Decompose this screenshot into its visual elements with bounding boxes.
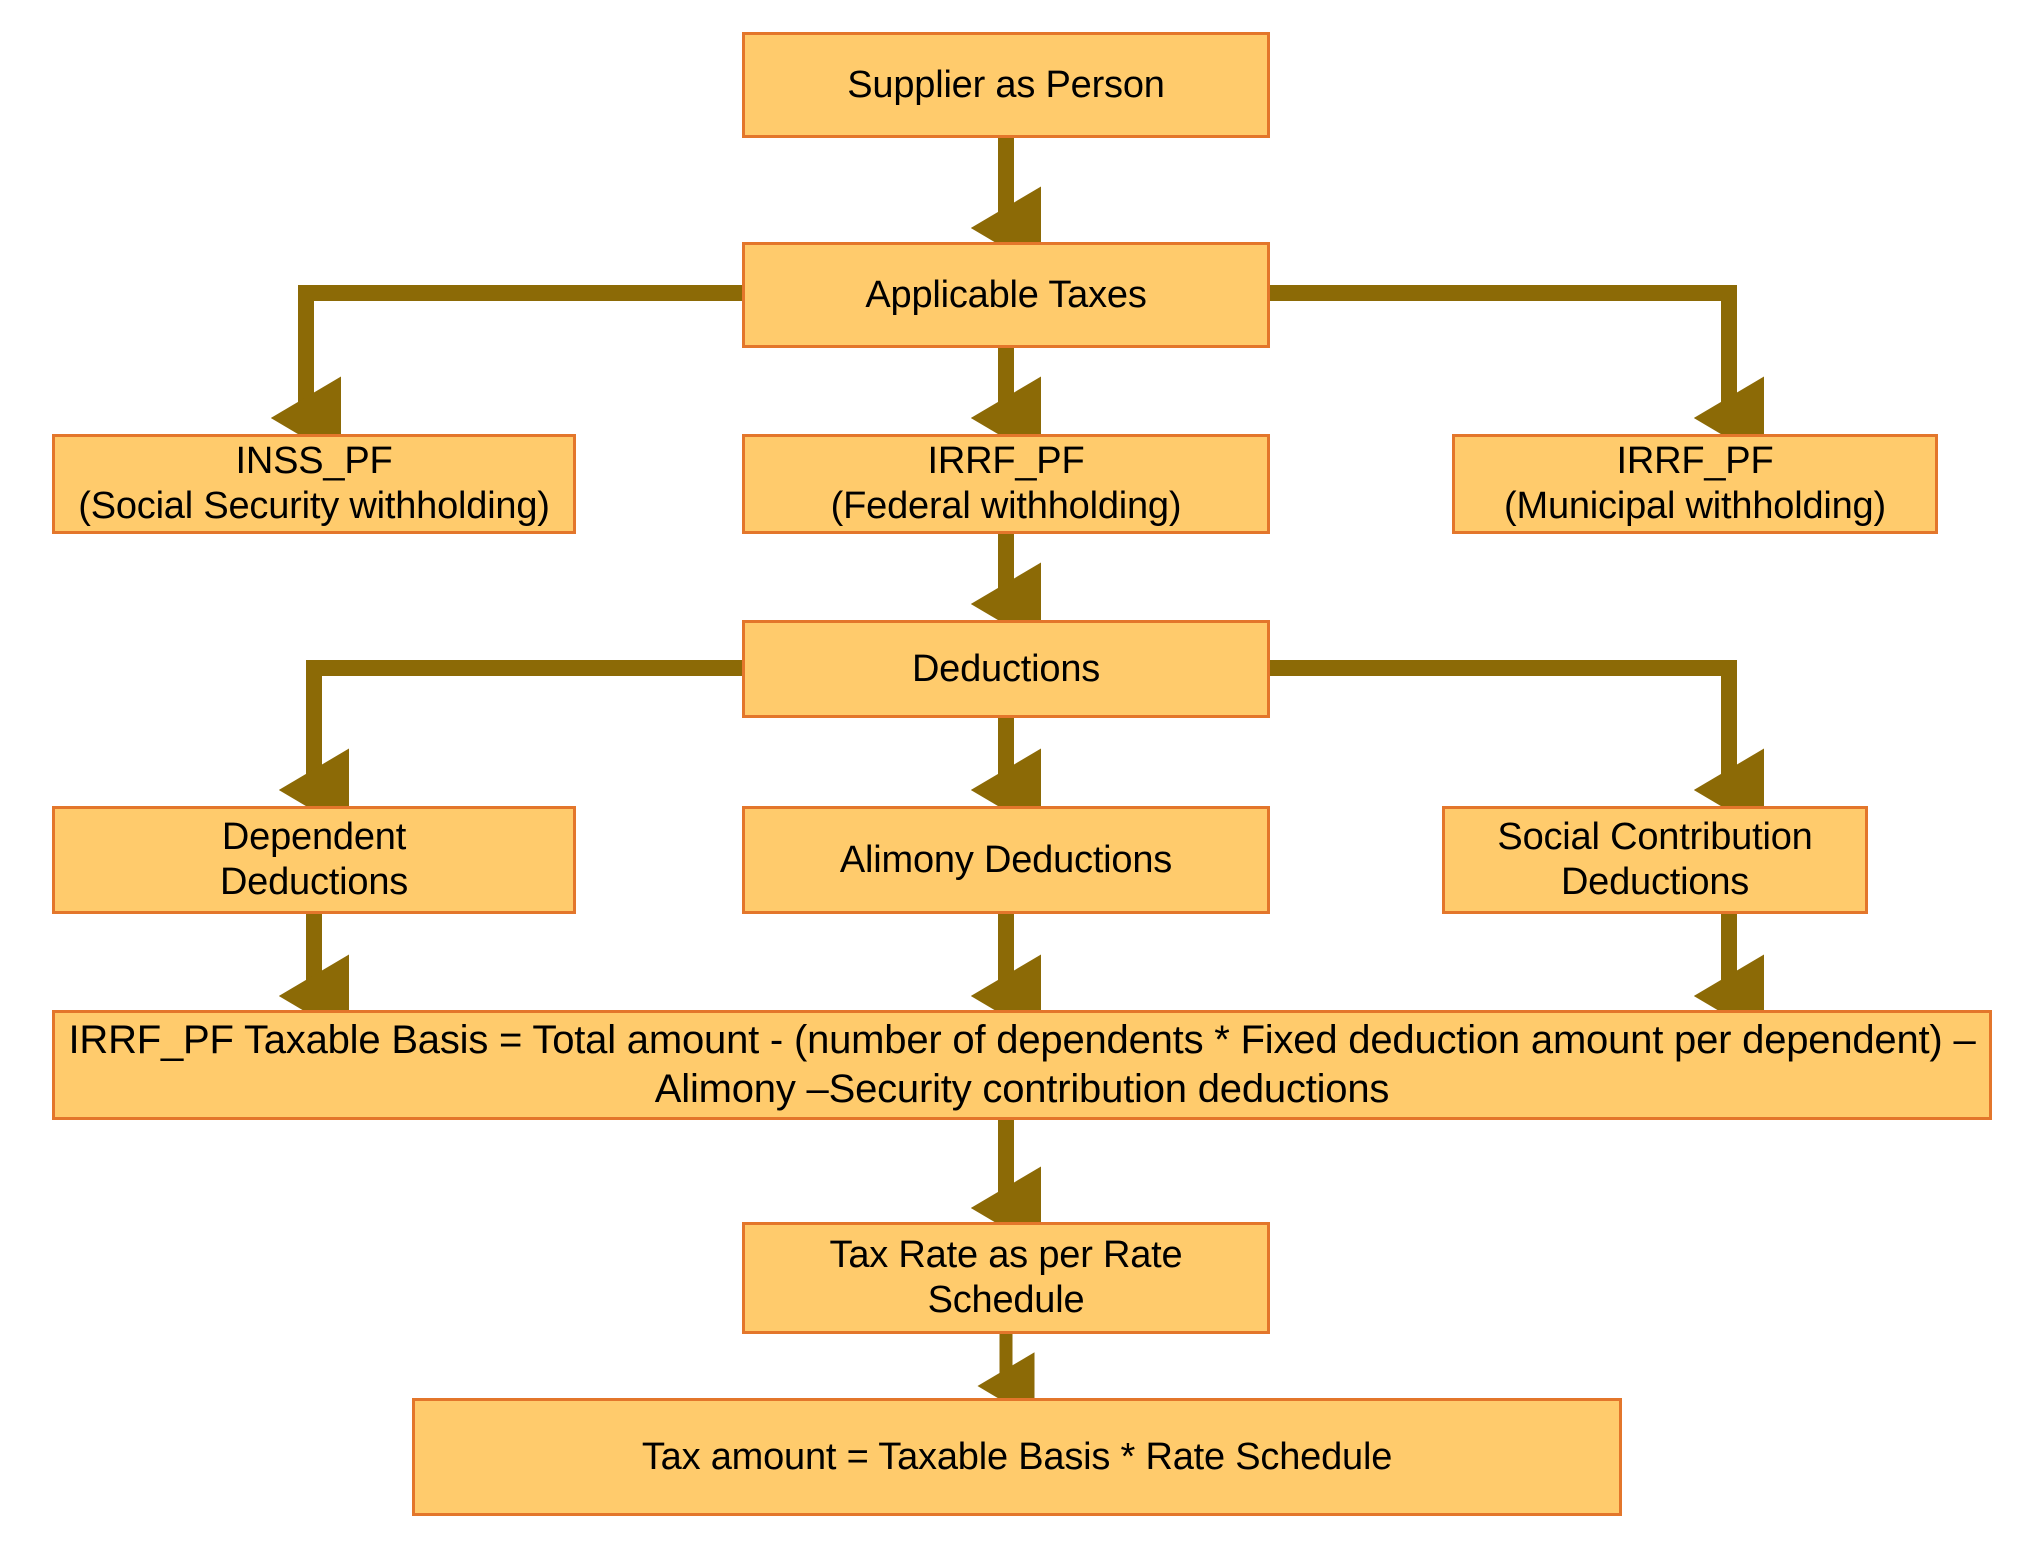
node-alimony-deductions[interactable]: Alimony Deductions (742, 806, 1270, 914)
node-applicable-taxes[interactable]: Applicable Taxes (742, 242, 1270, 348)
node-irrf-pf-federal[interactable]: IRRF_PF (Federal withholding) (742, 434, 1270, 534)
node-tax-rate-label: Tax Rate as per Rate Schedule (829, 1234, 1183, 1321)
node-inss-pf[interactable]: INSS_PF (Social Security withholding) (52, 434, 576, 534)
node-supplier-as-person[interactable]: Supplier as Person (742, 32, 1270, 138)
edge-deductions-to-dependent (278, 660, 742, 832)
edge-applicable-taxes-to-inss (270, 285, 742, 460)
node-social-contribution-deductions[interactable]: Social Contribution Deductions (1442, 806, 1868, 914)
node-dependent-deductions[interactable]: Dependent Deductions (52, 806, 576, 914)
node-irrf-pf-municipal-label: IRRF_PF (Municipal withholding) (1504, 440, 1886, 527)
node-social-contribution-deductions-label: Social Contribution Deductions (1497, 816, 1813, 903)
node-tax-amount-label: Tax amount = Taxable Basis * Rate Schedu… (641, 1435, 1393, 1478)
node-tax-amount[interactable]: Tax amount = Taxable Basis * Rate Schedu… (412, 1398, 1622, 1516)
node-applicable-taxes-label: Applicable Taxes (865, 273, 1147, 316)
node-supplier-as-person-label: Supplier as Person (847, 63, 1165, 106)
node-alimony-deductions-label: Alimony Deductions (839, 838, 1173, 881)
edge-applicable-taxes-to-irrf-municipal (1270, 285, 1765, 460)
node-inss-pf-label: INSS_PF (Social Security withholding) (78, 440, 550, 527)
node-taxable-basis-formula[interactable]: IRRF_PF Taxable Basis = Total amount - (… (52, 1010, 1992, 1120)
node-deductions[interactable]: Deductions (742, 620, 1270, 718)
node-irrf-pf-federal-label: IRRF_PF (Federal withholding) (830, 440, 1182, 527)
edge-deductions-to-social-contribution (1270, 660, 1765, 832)
node-taxable-basis-formula-label: IRRF_PF Taxable Basis = Total amount - (… (68, 1018, 1976, 1111)
node-tax-rate[interactable]: Tax Rate as per Rate Schedule (742, 1222, 1270, 1334)
node-irrf-pf-municipal[interactable]: IRRF_PF (Municipal withholding) (1452, 434, 1938, 534)
node-deductions-label: Deductions (911, 647, 1101, 690)
node-dependent-deductions-label: Dependent Deductions (219, 816, 409, 903)
